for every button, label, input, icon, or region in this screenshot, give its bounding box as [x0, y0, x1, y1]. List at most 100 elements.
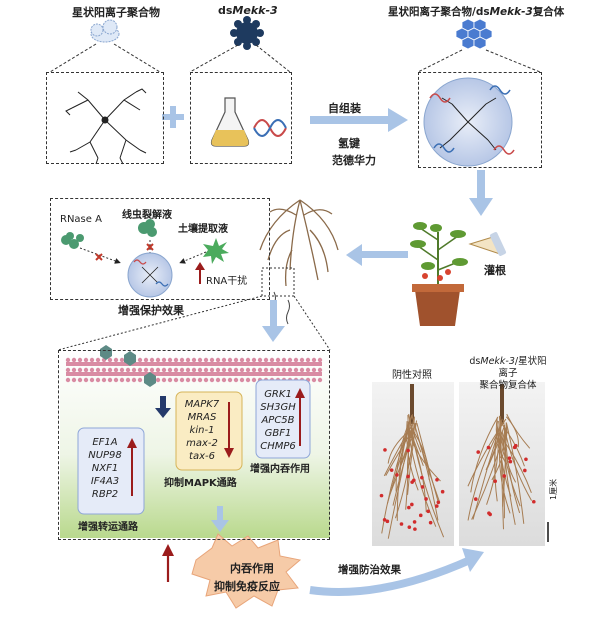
membrane-bead [197, 357, 203, 363]
root-strand [486, 420, 499, 505]
rnase-icon [61, 232, 84, 249]
membrane-bead [173, 357, 179, 363]
root-gall [389, 468, 394, 472]
root-strand [396, 418, 412, 521]
membrane-bead [131, 367, 137, 373]
membrane-bead [107, 357, 113, 363]
burst-shape [191, 533, 302, 609]
label-scale: 1厘米 [549, 478, 558, 500]
down-red-arrow-mapk [224, 402, 234, 458]
membrane-bead [209, 357, 215, 363]
gene-mapk7: MAPK7 [184, 399, 220, 410]
membrane-bead [191, 357, 197, 363]
complex-box [418, 72, 542, 168]
membrane-bead [113, 357, 119, 363]
membrane-bead [191, 377, 197, 383]
label-endocytosis: 内吞作用 [230, 562, 274, 575]
gene-rbp2: RBP2 [91, 489, 119, 500]
membrane-bead [287, 367, 293, 373]
membrane-bead [209, 377, 215, 383]
root-gall [436, 500, 441, 505]
membrane-bead [281, 357, 287, 363]
root-gall [428, 520, 433, 525]
membrane-bead [89, 377, 95, 383]
membrane-bead [263, 367, 269, 373]
membrane-bead [143, 367, 149, 373]
membrane-bead [275, 367, 281, 373]
membrane-bead [155, 367, 161, 373]
mapk-gene-list: MAPK7 MRAS kin-1 max-2 tax-6 [178, 398, 226, 463]
root-gall [426, 509, 431, 514]
membrane-bead [233, 377, 239, 383]
membrane-bead [113, 377, 119, 383]
membrane-bead [317, 357, 323, 363]
membrane-bead [161, 377, 167, 383]
protection-box [50, 198, 270, 300]
membrane-bead [215, 377, 221, 383]
label-hydrogen-bond: 氢键 [338, 137, 360, 150]
membrane-bead [65, 377, 71, 383]
membrane-bead [65, 357, 71, 363]
membrane-bead [185, 367, 191, 373]
label-complex: 星状阳离子聚合物/dsMekk-3复合体 [388, 6, 565, 18]
membrane-bead [125, 377, 131, 383]
gene-grk1: GRK1 [264, 389, 292, 400]
membrane-bead [203, 367, 209, 373]
root-gall [512, 445, 517, 450]
root-strand [504, 433, 517, 483]
membrane-bead [83, 367, 89, 373]
membrane-bead [287, 357, 293, 363]
root-gall [508, 459, 513, 464]
membrane-bead [71, 367, 77, 373]
tomato-plant-illustration [410, 222, 468, 326]
membrane-bead [179, 357, 185, 363]
membrane-bead [281, 367, 287, 373]
root-strand [506, 413, 531, 449]
membrane-bead [221, 377, 227, 383]
root-gall [382, 517, 387, 522]
membrane-bead [245, 367, 251, 373]
root-strand [495, 417, 507, 465]
root-gall [524, 457, 528, 462]
gene-kin1: kin-1 [189, 425, 215, 436]
root-gall [407, 525, 412, 529]
membrane-bead [107, 367, 113, 373]
curved-arrow-control [309, 548, 484, 596]
membrane-bead [155, 377, 161, 383]
membrane-bead [167, 357, 173, 363]
down-arrow-complex [469, 170, 493, 216]
label-treated: dsMekk-3/星状阳离子 聚合物复合体 [469, 356, 547, 391]
root-strand [487, 424, 506, 468]
membrane-bead [293, 367, 299, 373]
hexagon-cluster-icon [455, 18, 493, 50]
root-gall [406, 474, 410, 479]
root-strand [416, 423, 440, 505]
root-gall [420, 485, 425, 489]
membrane-bead [227, 377, 233, 383]
membrane-bead [119, 357, 125, 363]
root-strand [386, 427, 410, 504]
membrane-bead [119, 377, 125, 383]
membrane-bead [71, 377, 77, 383]
root-gall [507, 456, 512, 460]
watering-tube-icon [468, 232, 507, 256]
down-arrow-cell [262, 300, 285, 342]
membrane-bead [173, 377, 179, 383]
membrane-bead [227, 367, 233, 373]
gene-max2: max-2 [186, 438, 218, 449]
label-star-polymer: 星状阳离子聚合物 [72, 6, 160, 19]
membrane-bead [107, 377, 113, 383]
membrane-bead [305, 357, 311, 363]
membrane-bead [185, 357, 191, 363]
membrane-bead [179, 367, 185, 373]
gene-sh3gh: SH3GH [260, 402, 296, 413]
root-gall [435, 477, 439, 482]
cell-box [58, 350, 330, 540]
membrane-bead [203, 357, 209, 363]
membrane-bead [143, 357, 149, 363]
membrane-bead [239, 357, 245, 363]
membrane-bead [161, 367, 167, 373]
dna-helix-icon [253, 119, 287, 137]
